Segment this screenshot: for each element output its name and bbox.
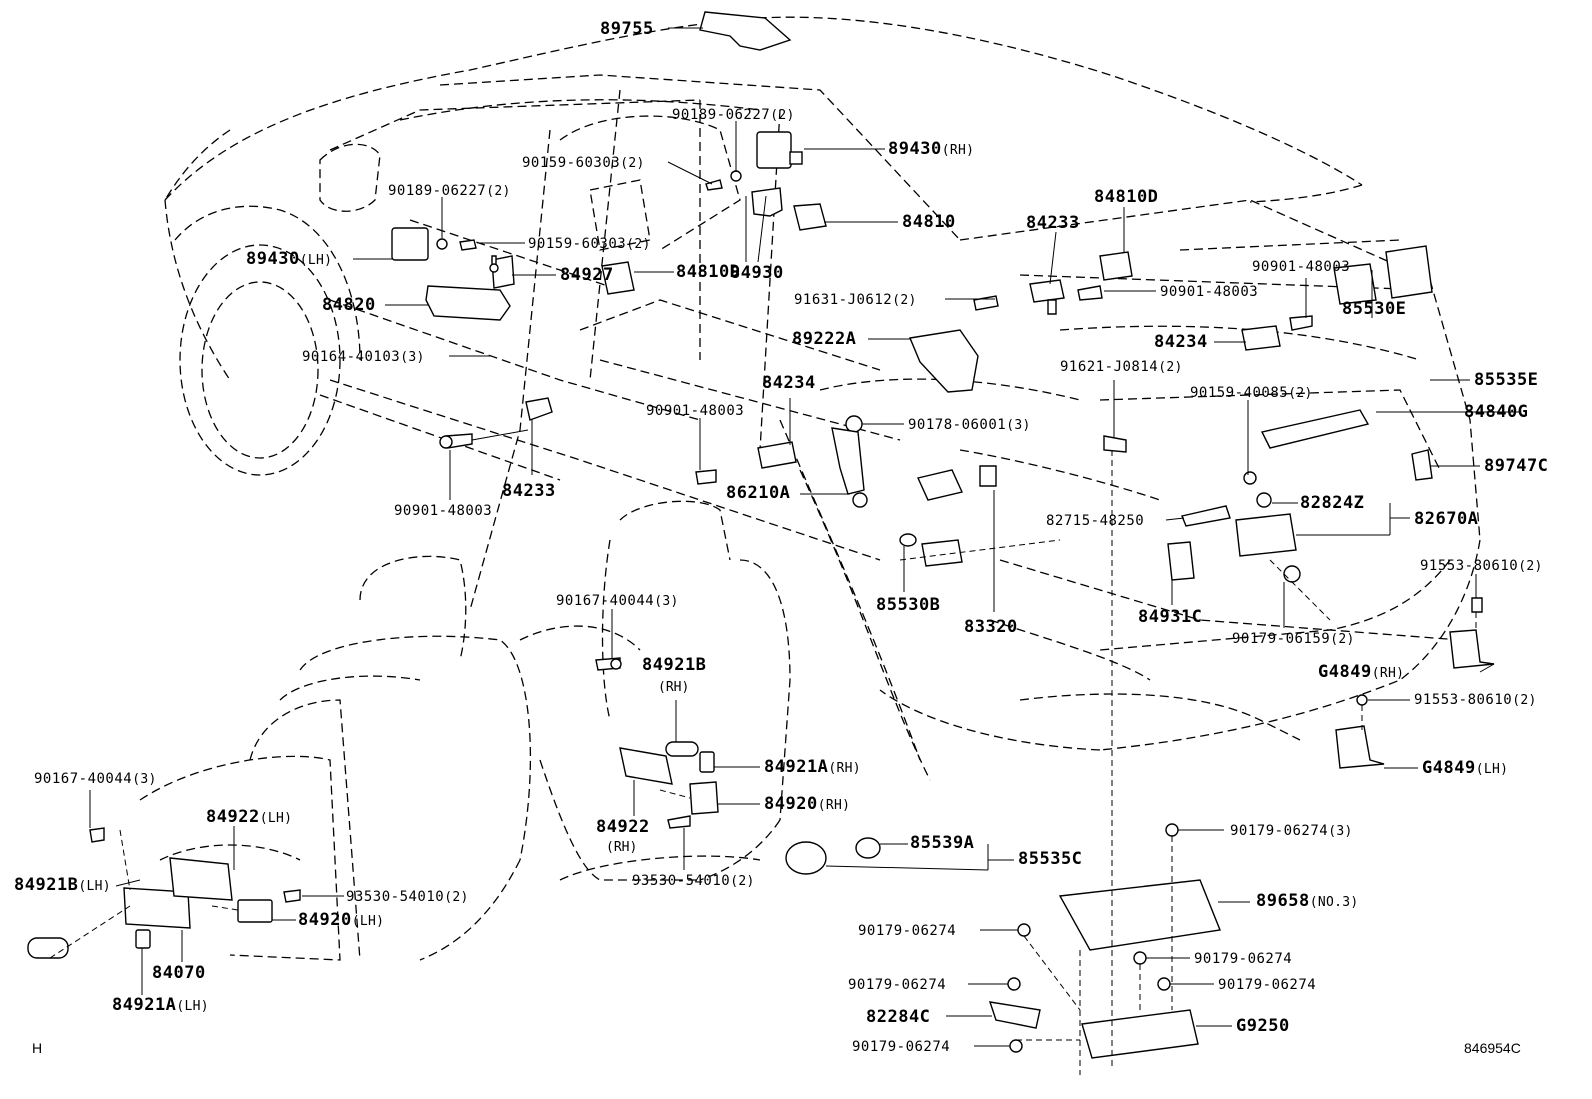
label-84820: 84820 bbox=[322, 295, 376, 315]
label-90901-48003-right: 90901-48003 bbox=[1160, 284, 1259, 300]
label-90179-06274-top: 90179-06274(3) bbox=[1230, 823, 1353, 839]
label-90159-60303-mid: 90159-60303(2) bbox=[528, 236, 651, 252]
front-seat-outline bbox=[139, 555, 532, 961]
label-84233-top: 84233 bbox=[1026, 213, 1080, 233]
label-89430-lh: 89430(LH) bbox=[246, 249, 333, 269]
label-90901-48003-left: 90901-48003 bbox=[394, 503, 493, 519]
label-91621-j0814: 91621-J0814(2) bbox=[1060, 359, 1183, 375]
label-82670a: 82670A bbox=[1414, 509, 1479, 529]
label-90901-48003-mid: 90901-48003 bbox=[646, 403, 745, 419]
label-84810d-top: 84810D bbox=[1094, 187, 1159, 207]
label-84931c: 84931C bbox=[1138, 607, 1203, 627]
label-85530e: 85530E bbox=[1342, 299, 1407, 319]
vehicle-body-outline bbox=[164, 16, 1481, 781]
label-84921b-lh: 84921B(LH) bbox=[14, 875, 111, 895]
label-82284c: 82284C bbox=[866, 1007, 931, 1027]
label-86210a: 86210A bbox=[726, 483, 791, 503]
label-84921a-rh: 84921A(RH) bbox=[764, 757, 861, 777]
illustration-number: 846954C bbox=[1464, 1040, 1521, 1056]
label-84810d-mid: 84810D bbox=[676, 262, 741, 282]
label-90178-06001: 90178-06001(3) bbox=[908, 417, 1031, 433]
label-84921b-rh: 84921B bbox=[642, 655, 707, 675]
label-90901-48003-r2: 90901-48003 bbox=[1252, 259, 1351, 275]
label-90159-40085: 90159-40085(2) bbox=[1190, 385, 1313, 401]
label-91553-80610-mid: 91553-80610(2) bbox=[1414, 692, 1537, 708]
label-90179-06274-e: 90179-06274 bbox=[852, 1039, 951, 1055]
label-82824z: 82824Z bbox=[1300, 493, 1365, 513]
label-84070: 84070 bbox=[152, 963, 206, 983]
page-code-left: H bbox=[32, 1040, 43, 1056]
label-90189-06227-left: 90189-06227(2) bbox=[388, 183, 511, 199]
label-84840g: 84840G bbox=[1464, 402, 1529, 422]
part-shapes bbox=[27, 11, 1495, 1059]
label-84930: 84930 bbox=[730, 263, 784, 283]
label-90179-06159: 90179-06159(2) bbox=[1232, 631, 1355, 647]
label-90179-06274-a: 90179-06274 bbox=[858, 923, 957, 939]
label-91553-80610-top: 91553-80610(2) bbox=[1420, 558, 1543, 574]
label-91631-j0612: 91631-J0612(2) bbox=[794, 292, 917, 308]
label-93530-54010-mid: 93530-54010(2) bbox=[632, 873, 755, 889]
label-89747c: 89747C bbox=[1484, 456, 1549, 476]
label-89658: 89658(NO.3) bbox=[1256, 891, 1359, 911]
leader-lines bbox=[49, 27, 1520, 1075]
label-89222a: 89222A bbox=[792, 329, 857, 349]
label-90164-40103: 90164-40103(3) bbox=[302, 349, 425, 365]
label-84927: 84927 bbox=[560, 265, 614, 285]
rear-seat-outline bbox=[519, 500, 791, 881]
label-90159-60303-top: 90159-60303(2) bbox=[522, 155, 645, 171]
label-84810: 84810 bbox=[902, 212, 956, 232]
label-90167-40044-mid: 90167-40044(3) bbox=[556, 593, 679, 609]
label-84234-right: 84234 bbox=[1154, 332, 1208, 352]
label-83320: 83320 bbox=[964, 617, 1018, 637]
label-90167-40044-left: 90167-40044(3) bbox=[34, 771, 157, 787]
note-84922-rh: (RH) bbox=[606, 840, 638, 855]
label-90179-06274-b: 90179-06274 bbox=[1194, 951, 1293, 967]
label-85530b: 85530B bbox=[876, 595, 941, 615]
label-90179-06274-d: 90179-06274 bbox=[1218, 977, 1317, 993]
label-84922-rh: 84922 bbox=[596, 817, 650, 837]
label-84920-lh: 84920(LH) bbox=[298, 910, 385, 930]
label-85535e: 85535E bbox=[1474, 370, 1539, 390]
label-g9250: G9250 bbox=[1236, 1016, 1290, 1036]
label-89430-rh: 89430(RH) bbox=[888, 139, 975, 159]
label-84922-lh: 84922(LH) bbox=[206, 807, 293, 827]
label-84920-rh: 84920(RH) bbox=[764, 794, 851, 814]
label-g4849-rh: G4849(RH) bbox=[1318, 662, 1405, 682]
label-84234-mid: 84234 bbox=[762, 373, 816, 393]
label-84233-left: 84233 bbox=[502, 481, 556, 501]
note-84921b-rh: (RH) bbox=[658, 680, 690, 695]
label-93530-54010-left: 93530-54010(2) bbox=[346, 889, 469, 905]
label-89755: 89755 bbox=[600, 19, 654, 39]
label-85539a: 85539A bbox=[910, 833, 975, 853]
label-90179-06274-c: 90179-06274 bbox=[848, 977, 947, 993]
label-85535c: 85535C bbox=[1018, 849, 1083, 869]
label-90189-06227-top: 90189-06227(2) bbox=[672, 107, 795, 123]
label-84921a-lh: 84921A(LH) bbox=[112, 995, 209, 1015]
label-82715-48250: 82715-48250 bbox=[1046, 513, 1145, 529]
label-g4849-lh: G4849(LH) bbox=[1422, 758, 1509, 778]
